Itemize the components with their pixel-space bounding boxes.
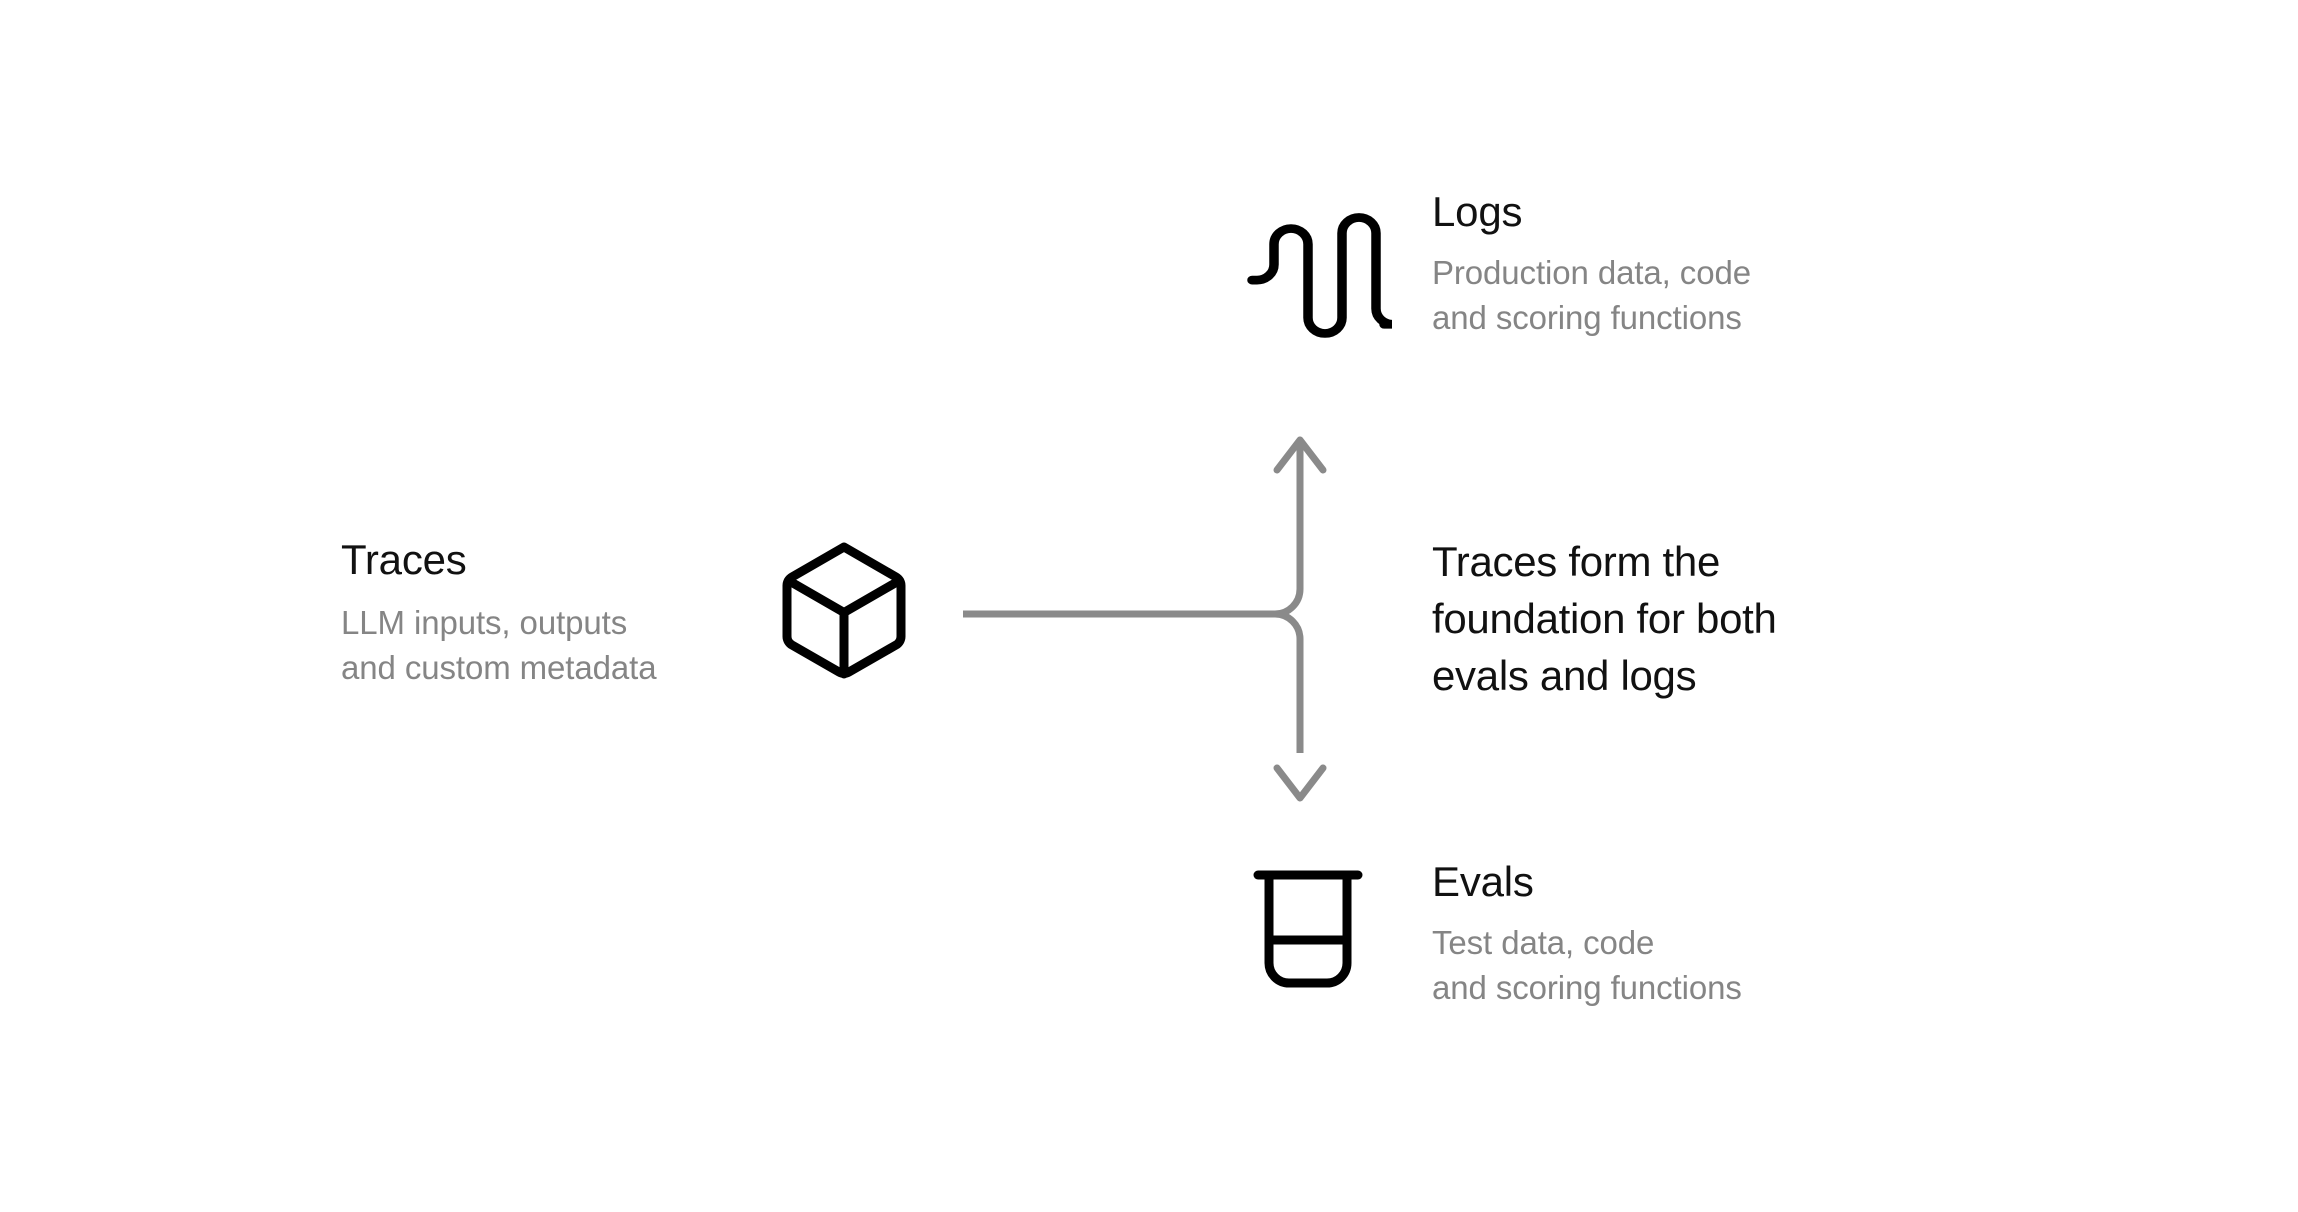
traces-subtitle-line-2: and custom metadata [341, 649, 657, 686]
logs-subtitle-line-2: and scoring functions [1432, 299, 1742, 336]
waveform-icon [1244, 208, 1398, 353]
logs-subtitle-line-1: Production data, code [1432, 254, 1751, 291]
split-arrow-connector [930, 400, 1370, 845]
traces-subtitle-line-1: LLM inputs, outputs [341, 604, 628, 641]
caption-line-1: Traces form the [1432, 538, 1721, 585]
evals-subtitle-line-1: Test data, code [1432, 924, 1655, 961]
caption-line-3: evals and logs [1432, 652, 1697, 699]
logs-title: Logs [1432, 188, 1523, 235]
evals-title: Evals [1432, 858, 1534, 905]
beaker-icon [1252, 866, 1364, 999]
caption-line-2: foundation for both [1432, 595, 1777, 642]
evals-subtitle-line-2: and scoring functions [1432, 969, 1742, 1006]
traces-title: Traces [341, 536, 467, 583]
traces-node-text: Traces LLM inputs, outputs and custom me… [341, 534, 657, 690]
traces-subtitle: LLM inputs, outputs and custom metadata [341, 600, 657, 690]
logs-node-text: Logs Production data, code and scoring f… [1432, 186, 1751, 340]
logs-subtitle: Production data, code and scoring functi… [1432, 250, 1751, 340]
caption-text: Traces form the foundation for both eval… [1432, 533, 1952, 704]
cube-icon [778, 541, 910, 686]
evals-subtitle: Test data, code and scoring functions [1432, 920, 1742, 1010]
evals-node-text: Evals Test data, code and scoring functi… [1432, 856, 1742, 1010]
